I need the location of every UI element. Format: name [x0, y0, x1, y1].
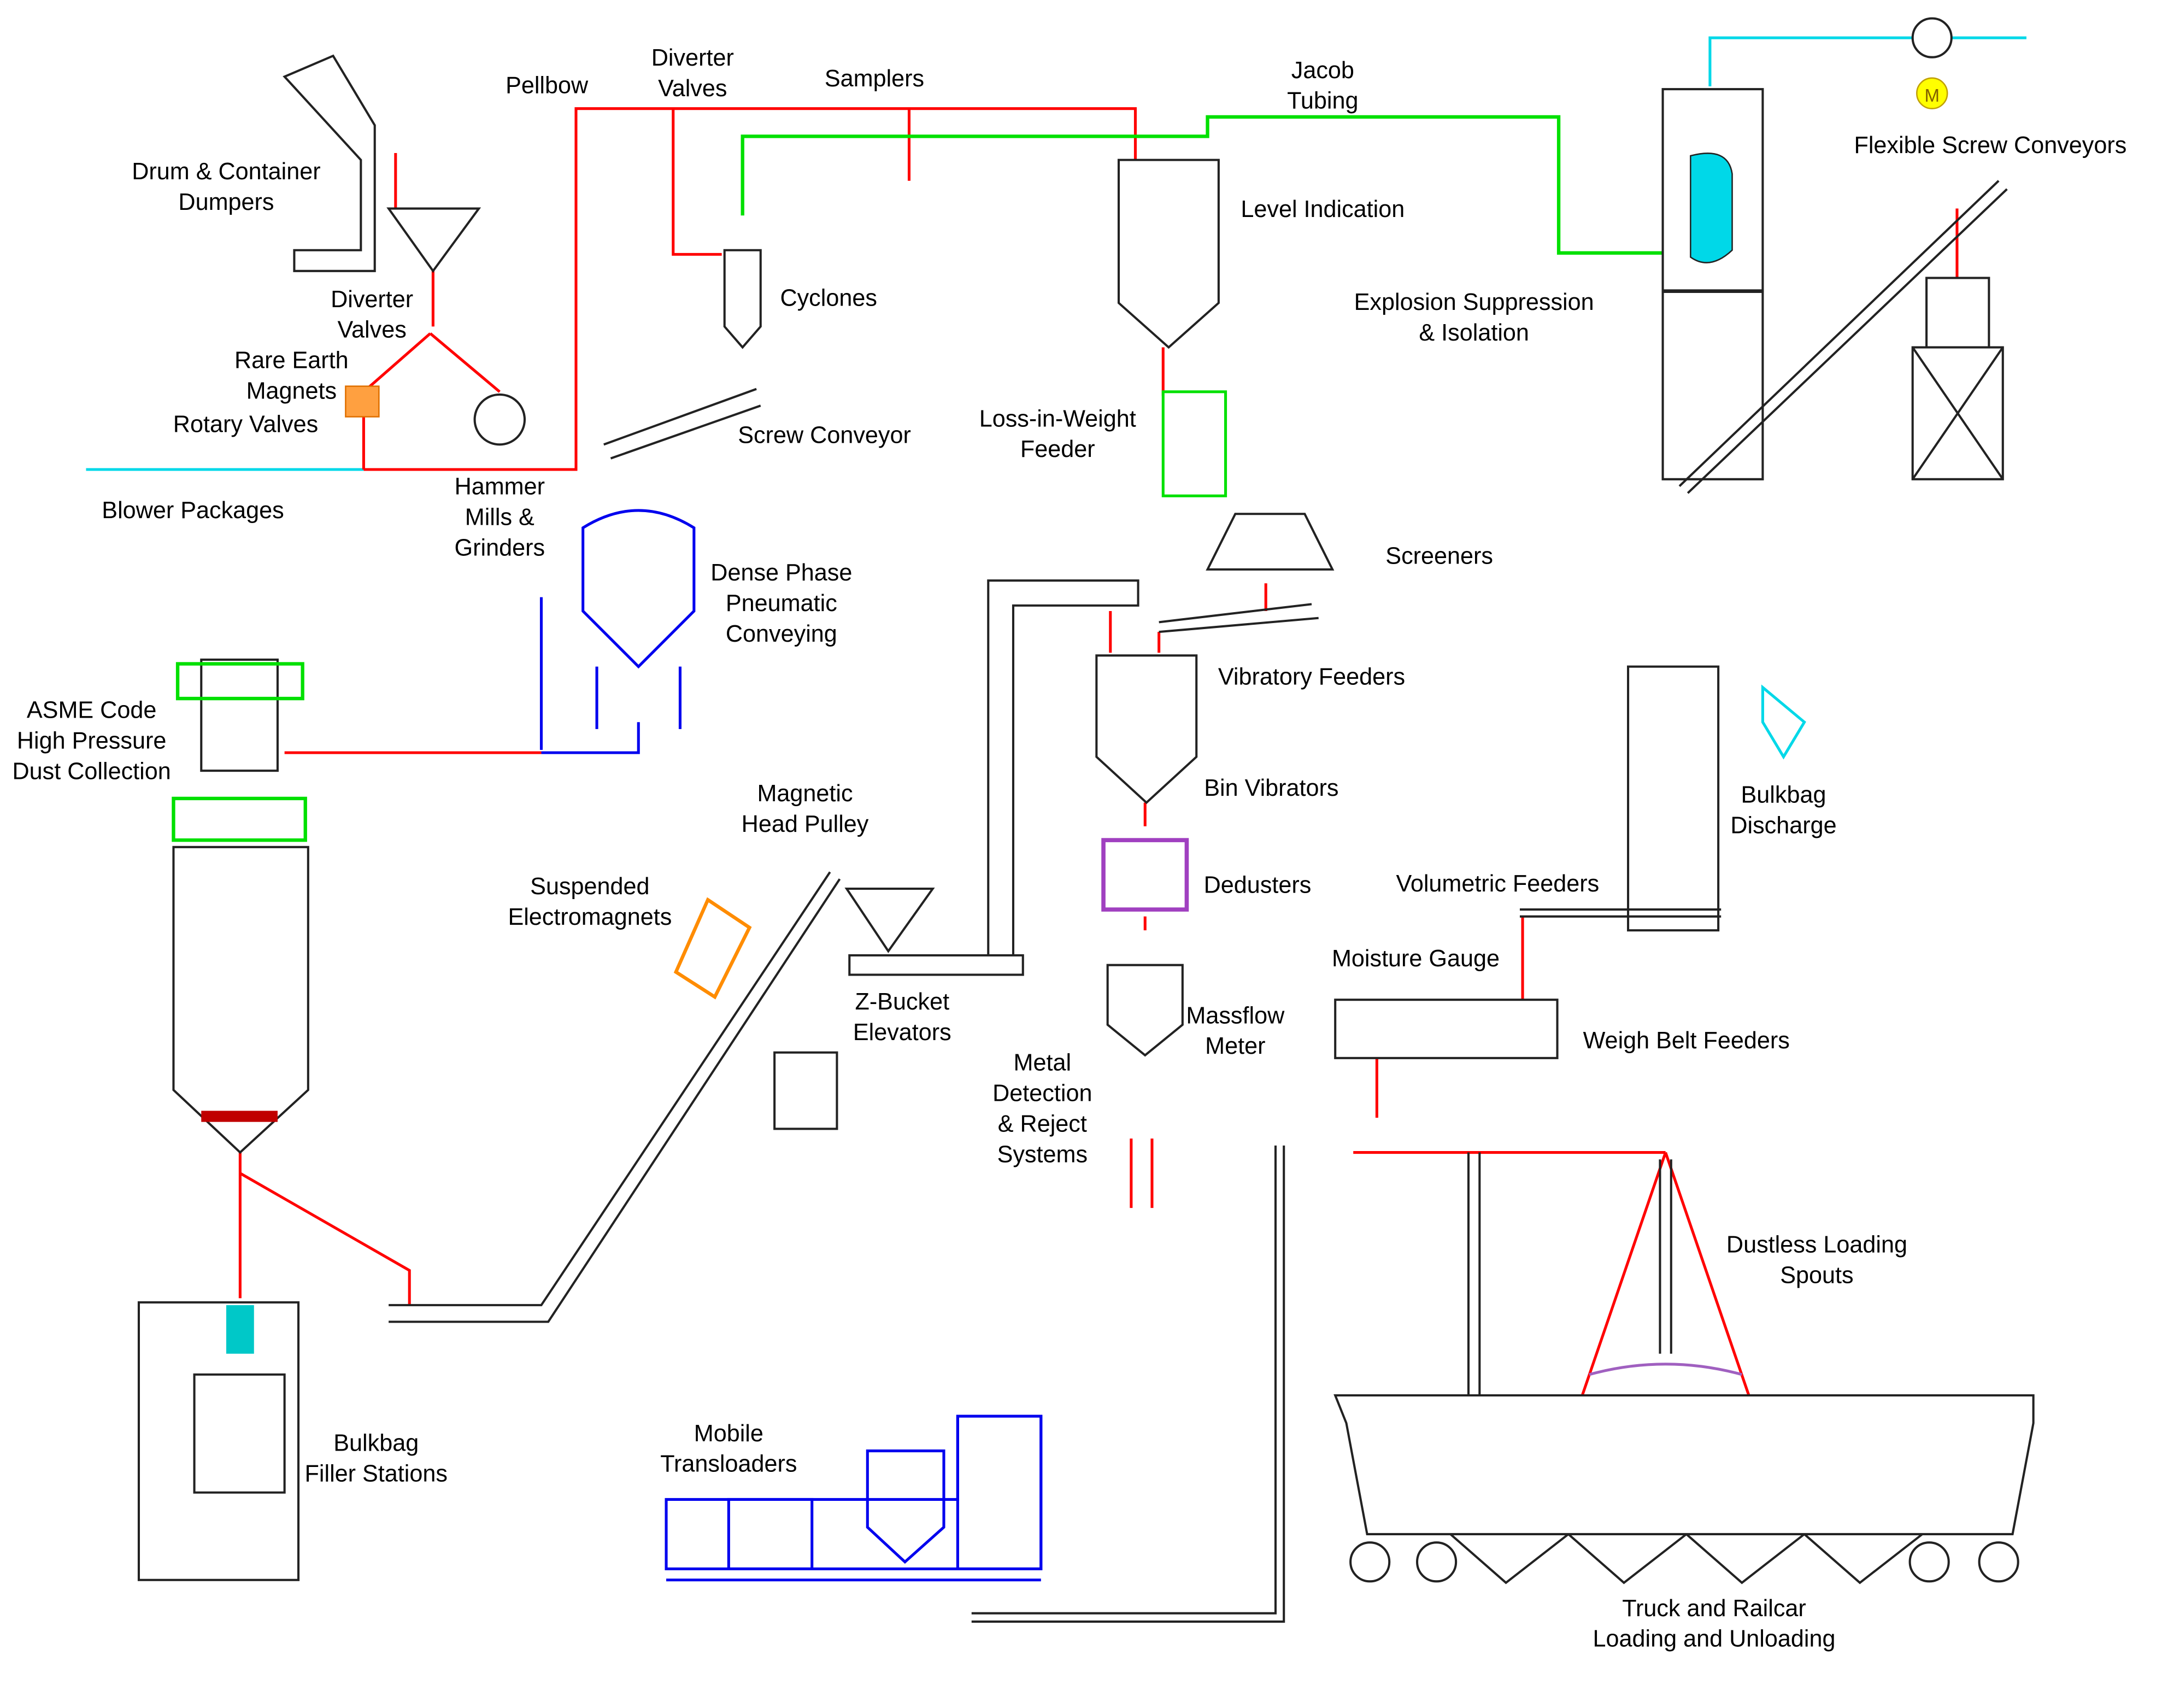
label-cyclones: Cyclones: [780, 285, 877, 311]
label-blower: Blower Packages: [102, 497, 284, 524]
label-samplers: Samplers: [825, 66, 924, 92]
drum-dumper: [283, 54, 376, 272]
flex-screw-conveyor: [1678, 180, 2008, 494]
label-weigh-belt: Weigh Belt Feeders: [1583, 1028, 1790, 1054]
screener: [1206, 513, 1335, 571]
dense-phase-line: [541, 722, 640, 754]
label-screeners: Screeners: [1385, 543, 1493, 570]
belt-conveyor: [389, 871, 841, 1323]
weigh-belt-feeder: [1334, 999, 1559, 1059]
railcar: [1333, 1394, 2035, 1535]
exhaust-line: [1708, 36, 2026, 87]
storage-silo: [172, 846, 309, 1154]
label-level: Level Indication: [1241, 196, 1405, 222]
bin: [1095, 654, 1198, 805]
label-rotary: Rotary Valves: [173, 411, 318, 437]
level-bin: [1117, 159, 1220, 349]
pneumatic-main-line: [363, 107, 1137, 471]
label-explosion: Explosion Suppression& Isolation: [1354, 289, 1594, 346]
label-moisture: Moisture Gauge: [1332, 946, 1500, 972]
label-flex-screw: Flexible Screw Conveyors: [1854, 132, 2126, 159]
dense-phase-vessel: [581, 509, 696, 669]
motor-symbol: M: [1925, 85, 1940, 105]
liw-feeder: [1162, 390, 1227, 497]
label-dedusters: Dedusters: [1204, 872, 1312, 899]
label-pellbow: Pellbow: [506, 73, 589, 99]
massflow-meter: [1106, 964, 1184, 1057]
asme-collector: [200, 658, 279, 772]
label-volumetric: Volumetric Feeders: [1396, 871, 1599, 897]
equipment: M: [137, 17, 2035, 1584]
screw-conveyor: [603, 388, 761, 460]
flow-lines: [86, 36, 2026, 1623]
label-bin-vibrators: Bin Vibrators: [1204, 775, 1338, 801]
label-vibratory: Vibratory Feeders: [1218, 664, 1405, 690]
loading-spout: [1467, 1152, 1672, 1395]
vacuum-line: [741, 115, 1663, 255]
label-screw: Screw Conveyor: [738, 422, 911, 449]
